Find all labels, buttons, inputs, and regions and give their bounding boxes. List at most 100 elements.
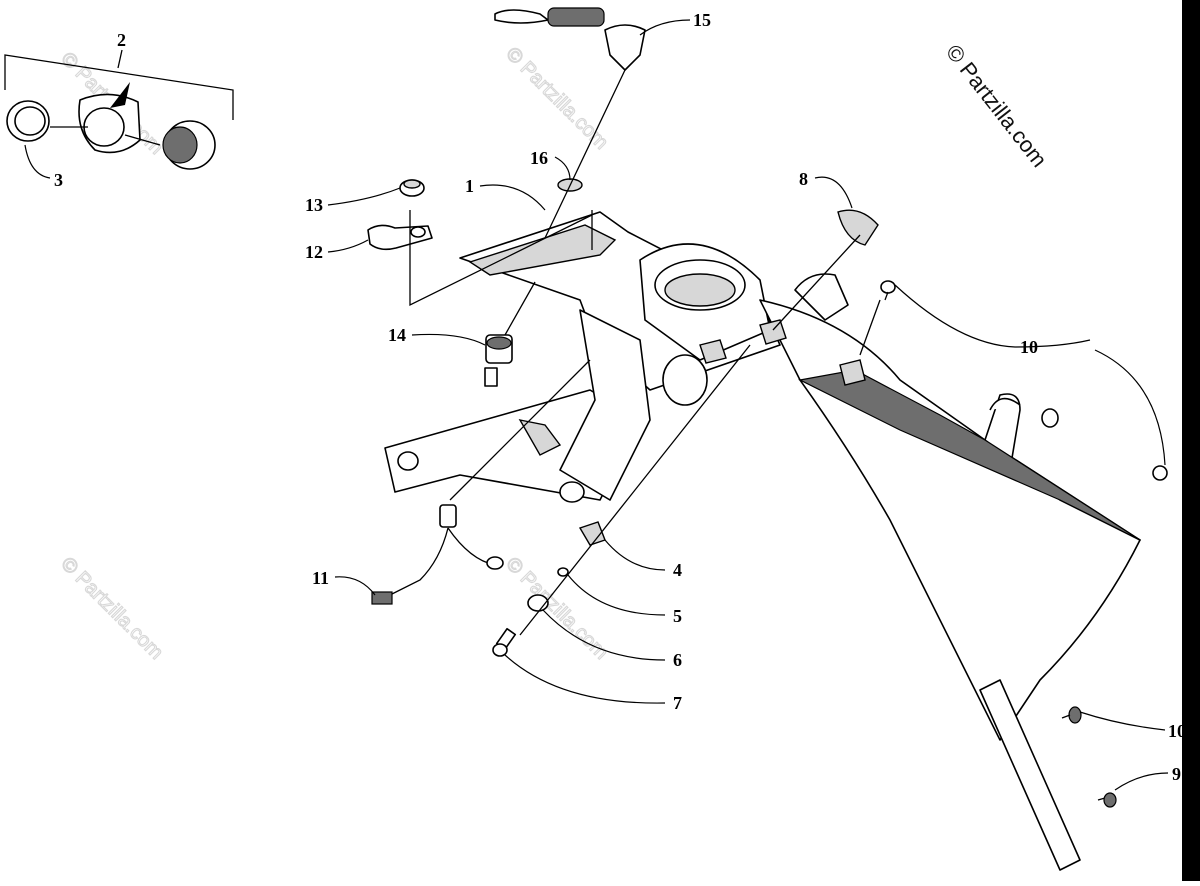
- leader-11: [334, 576, 376, 596]
- ring-terminal: [486, 556, 504, 570]
- leader-2: [117, 49, 123, 69]
- assembly-line: [859, 299, 881, 356]
- callout-4: 4: [673, 560, 682, 580]
- part-13-cap-nut: [399, 179, 425, 197]
- callout-8: 8: [799, 169, 808, 189]
- leader-10b: [1094, 349, 1166, 466]
- callout-3: 3: [54, 170, 63, 190]
- leader-14: [411, 333, 486, 346]
- assembly-line: [772, 234, 861, 331]
- assembly-line: [409, 210, 593, 307]
- leader-12: [327, 239, 369, 253]
- callout-labels: 2 3 15 16 1 13 12 14 8 10 11 4 5 6 7 10 …: [54, 10, 1186, 784]
- slot: [839, 359, 866, 386]
- callout-11: 11: [312, 568, 329, 588]
- watermark-faint: © Partzilla.com: [56, 553, 167, 664]
- callout-12: 12: [305, 242, 323, 262]
- leader-15: [639, 19, 691, 36]
- bolt-head: [492, 643, 508, 657]
- rear-bracket: [794, 273, 849, 321]
- callout-14: 14: [388, 325, 406, 345]
- assembly-line: [449, 359, 591, 501]
- assembly-line: [544, 69, 626, 239]
- callout-7: 7: [673, 693, 682, 713]
- assembly-line: [504, 281, 536, 336]
- harness-wire: [389, 527, 449, 596]
- ring-inner: [14, 106, 46, 136]
- tail-plate: [979, 679, 1081, 871]
- leader-10c: [1079, 711, 1166, 731]
- edge-bar: [1182, 0, 1200, 881]
- part-2-assembly: [4, 49, 234, 179]
- callout-1: 1: [465, 176, 474, 196]
- nut-top: [403, 179, 421, 189]
- bracket-ring: [662, 354, 708, 406]
- tunnel-side: [759, 299, 1141, 741]
- assembly-line: [519, 344, 751, 636]
- tether-clip: [494, 9, 549, 24]
- callout-16: 16: [530, 148, 548, 168]
- callout-15: 15: [693, 10, 711, 30]
- callout-10: 10: [1020, 337, 1038, 357]
- part-1-main-body: [384, 211, 1141, 871]
- part-12-bracket: [367, 224, 433, 251]
- part-10-rivet-bottom: [1061, 706, 1082, 724]
- leader-9: [1114, 772, 1169, 791]
- center-column: [559, 309, 651, 501]
- cap-face: [83, 107, 125, 147]
- part-15-tether: [494, 7, 646, 71]
- rivet-shank: [884, 291, 889, 301]
- rivet-shank: [1061, 714, 1071, 719]
- side-stripe: [798, 369, 1141, 541]
- switch-top: [486, 336, 512, 350]
- gauge-inner: [664, 273, 736, 307]
- flap-curl: [989, 397, 1021, 411]
- mount-hole: [397, 451, 419, 471]
- bracket-hole: [410, 226, 426, 238]
- mount-hole: [559, 481, 585, 503]
- watermark-main: © Partzilla.com: [941, 40, 1052, 172]
- part-10-rivet-top: [880, 280, 896, 301]
- rivet-head: [880, 280, 896, 294]
- rivet-head: [1068, 706, 1082, 724]
- arrow-icon: [110, 82, 130, 108]
- tether-key: [604, 24, 646, 71]
- leader-3: [24, 144, 51, 179]
- leader-8: [814, 176, 853, 209]
- axis-line: [124, 134, 161, 146]
- flap-hole: [1041, 408, 1059, 428]
- arm-bracket: [518, 419, 562, 456]
- tether-spring: [547, 7, 605, 27]
- knob-face: [162, 126, 198, 164]
- callout-6: 6: [673, 650, 682, 670]
- callout-10-bottom: 10: [1168, 721, 1186, 741]
- part-11-harness: [371, 504, 504, 605]
- leader-13: [327, 187, 401, 206]
- leader-16: [554, 156, 571, 181]
- leader-lines: [327, 19, 1169, 791]
- callout-2: 2: [117, 30, 126, 50]
- panel-recess: [468, 224, 617, 276]
- part-5-lockwasher: [557, 567, 569, 577]
- callout-5: 5: [673, 606, 682, 626]
- part-9-screw: [1097, 792, 1117, 808]
- bracket-line: [4, 54, 234, 120]
- slot: [699, 339, 727, 364]
- harness-plug: [371, 591, 393, 605]
- leader-7: [504, 654, 666, 704]
- watermark-faint: © Partzilla.com: [501, 43, 612, 154]
- screw-head: [1103, 792, 1117, 808]
- assembly-lines: [409, 69, 881, 636]
- part-7-bolt: [492, 627, 517, 657]
- part-8-cap: [837, 209, 879, 246]
- leader-6: [542, 609, 666, 661]
- callout-13: 13: [305, 195, 323, 215]
- leader-10: [894, 284, 1091, 348]
- leader-1: [479, 184, 546, 211]
- leader-5: [567, 574, 666, 616]
- slot: [759, 319, 787, 345]
- harness-socket: [439, 504, 457, 528]
- part-14-switch: [484, 334, 513, 387]
